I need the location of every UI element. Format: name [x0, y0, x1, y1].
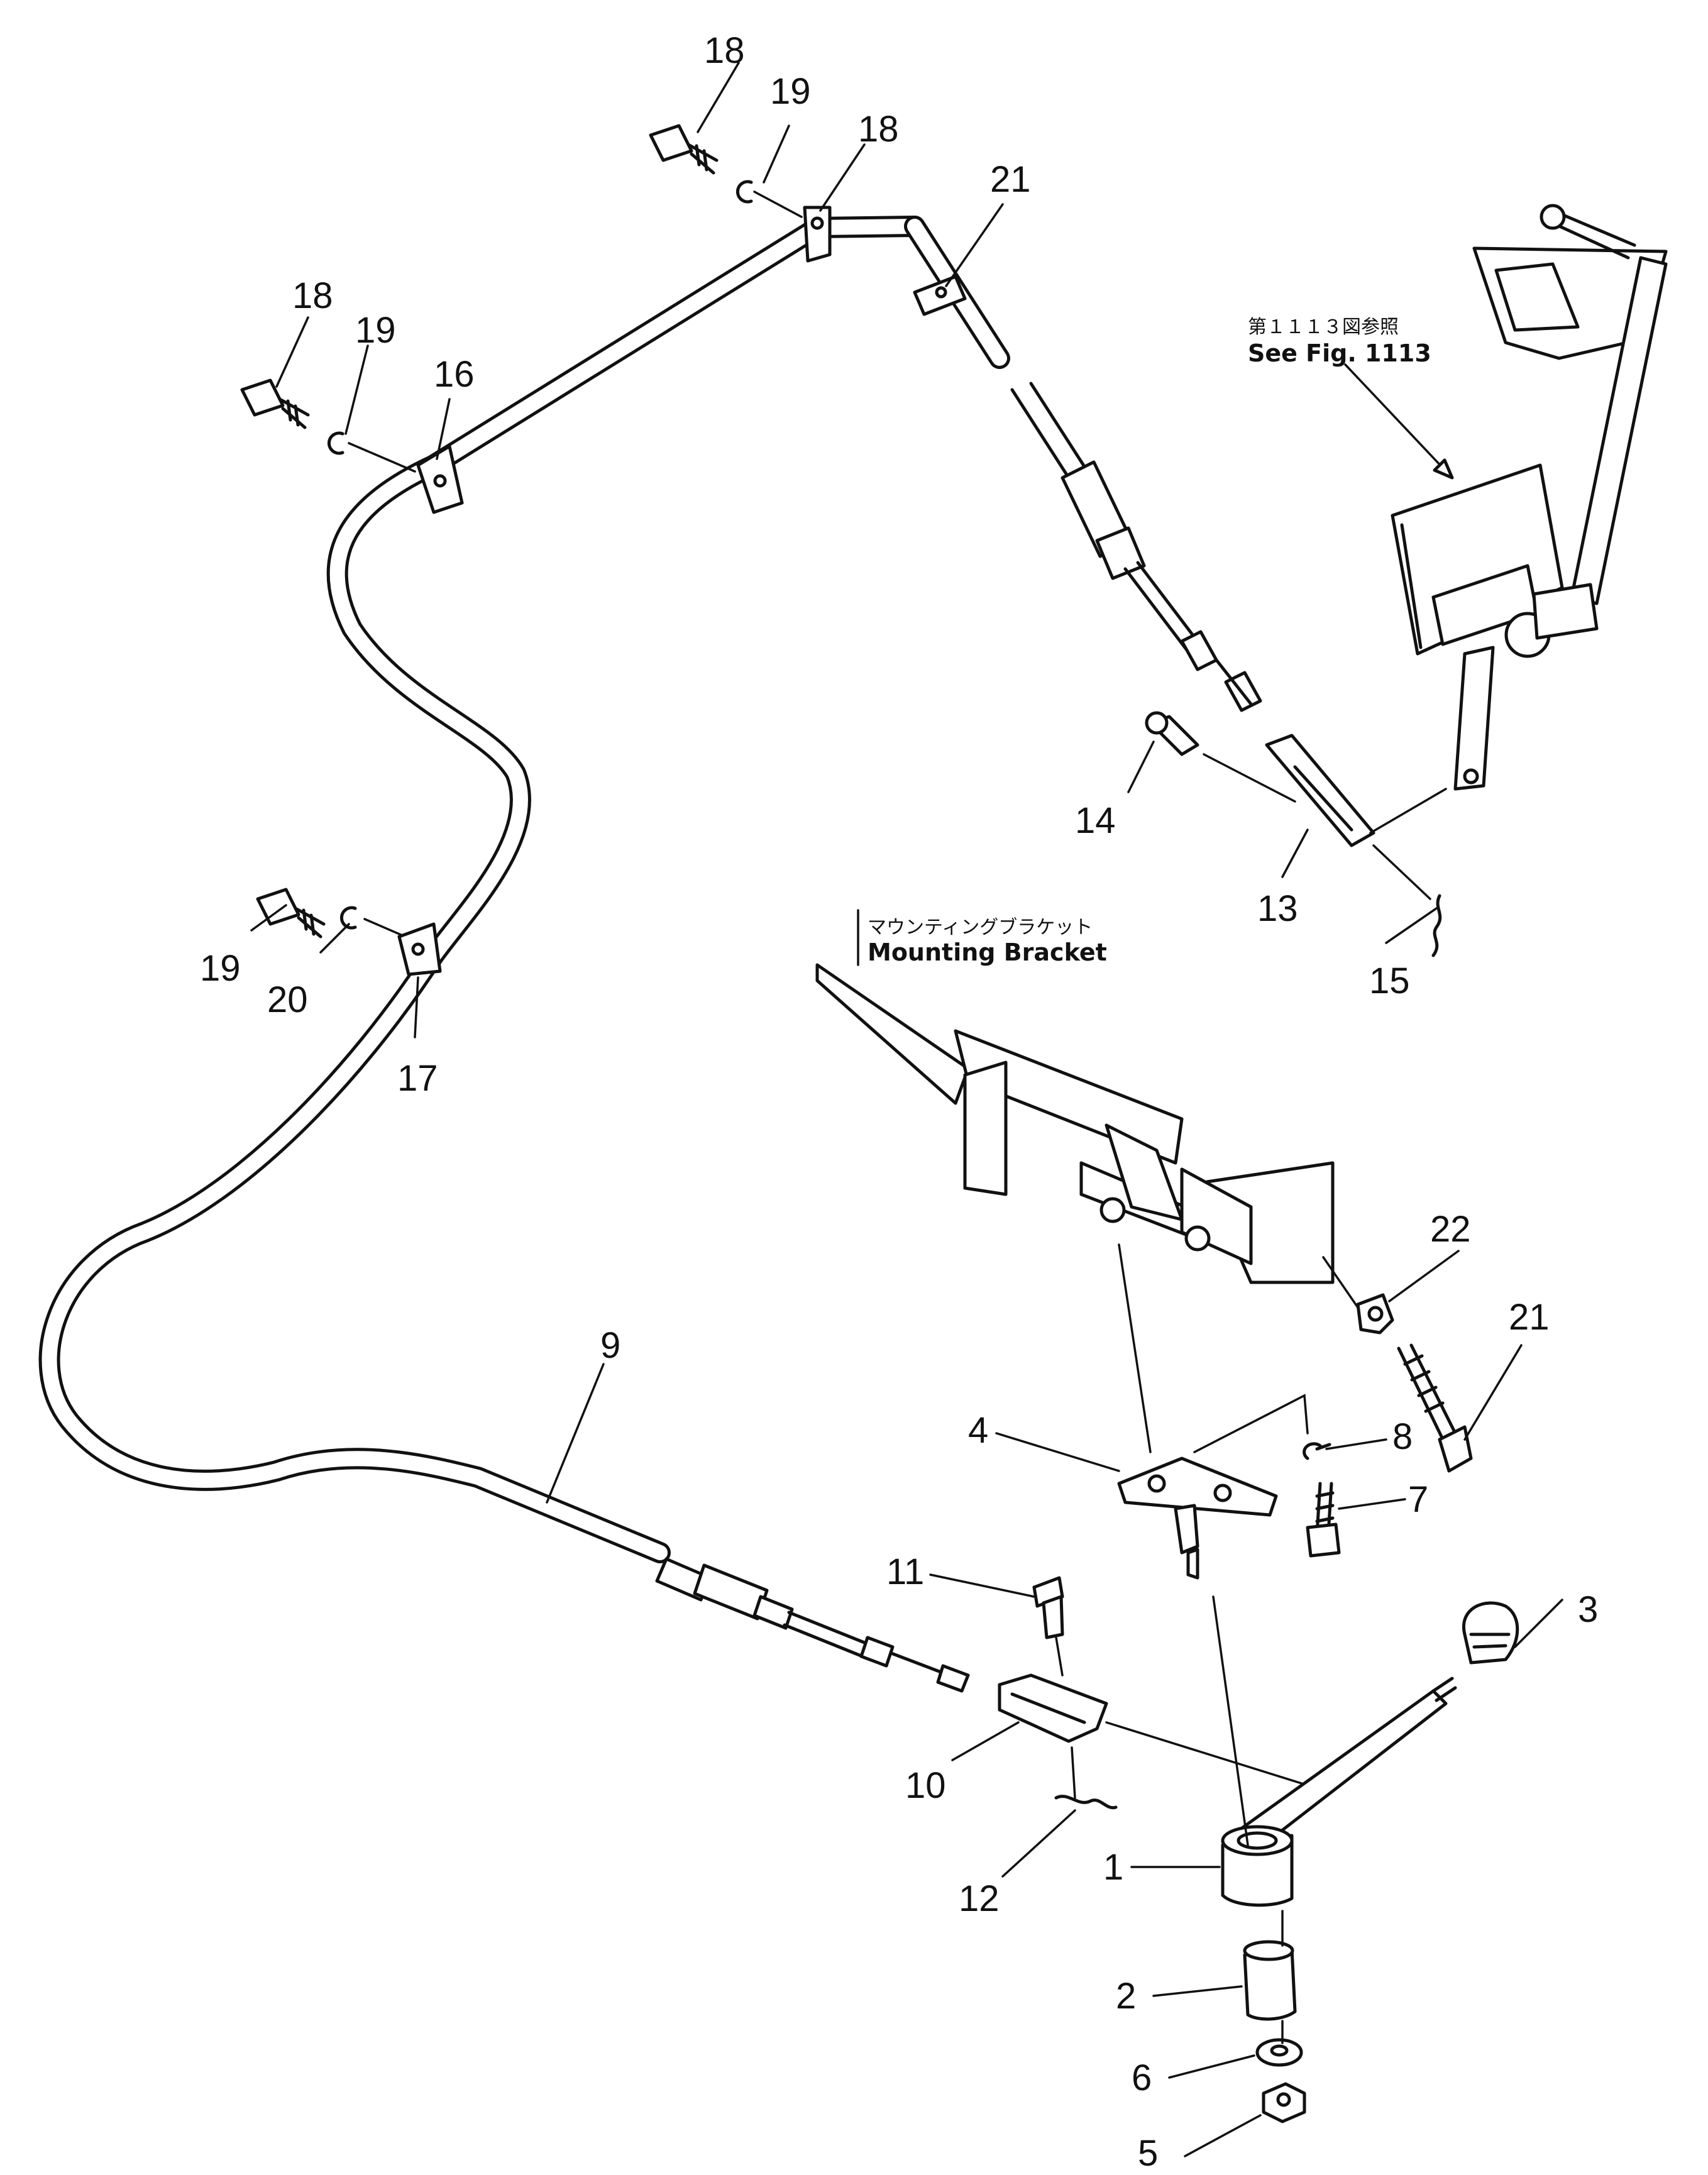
plate-4 — [1117, 1456, 1278, 1580]
bracket-note: マウンティングブラケット Mounting Bracket — [857, 909, 1107, 966]
fig-reference-note: 第１１１３図参照 See Fig. 1113 — [1248, 316, 1431, 367]
callout-15: 15 — [1369, 961, 1410, 1001]
bolt-18-mid — [240, 378, 310, 429]
callout-18: 19 — [200, 948, 241, 989]
callout-5: 5 — [1138, 2133, 1158, 2174]
mounting-bracket — [815, 963, 1335, 1284]
bracket-jp-text: マウンティングブラケット — [868, 917, 1093, 939]
fig-ref-jp-text: 第１１１３図参照 — [1248, 316, 1399, 338]
callout-12: 12 — [959, 1878, 1000, 1919]
callout-20: 21 — [990, 159, 1031, 200]
callout-1: 1 — [1103, 1847, 1123, 1888]
callout-6: 6 — [1132, 2057, 1152, 2098]
callout-19: 20 — [267, 979, 308, 1020]
knob-3 — [1462, 1601, 1519, 1665]
callout-7: 7 — [1408, 1479, 1428, 1520]
nut-22 — [1356, 1293, 1394, 1335]
bolt-18-top — [649, 124, 719, 175]
callout-2: 2 — [1116, 1976, 1136, 2017]
callout-19: 19 — [355, 310, 396, 351]
callout-22: 22 — [1430, 1209, 1471, 1250]
pin-14 — [1145, 711, 1199, 756]
lever-13 — [1265, 734, 1375, 847]
callout-9: 9 — [600, 1325, 620, 1366]
callout-4: 4 — [968, 1410, 988, 1451]
washer-19-top — [736, 180, 753, 204]
callout-16: 16 — [434, 354, 475, 395]
callout-16: 17 — [397, 1058, 438, 1099]
bolt-21 — [1397, 1343, 1473, 1473]
callout-11: 11 — [886, 1551, 924, 1592]
washer-19-mid — [328, 431, 344, 455]
callout-14: 14 — [1075, 800, 1116, 841]
pin-11 — [1032, 1576, 1064, 1639]
bolt-7 — [1306, 1482, 1341, 1558]
callout-17: 18 — [858, 109, 899, 150]
pedal-assembly — [1391, 204, 1668, 791]
leader-lines — [250, 62, 1563, 2157]
nut-5 — [1262, 2082, 1306, 2123]
clamp-16-lower — [397, 922, 442, 976]
callout-8: 8 — [1392, 1416, 1413, 1457]
washer-19-low — [340, 906, 357, 930]
callout-10: 10 — [905, 1765, 946, 1806]
clevis-10 — [998, 1673, 1108, 1743]
callout-3: 3 — [1578, 1589, 1598, 1630]
washer-8 — [1303, 1442, 1331, 1460]
washer-6 — [1255, 2038, 1303, 2067]
fig-ref-arrow — [1344, 363, 1454, 480]
callout-18: 18 — [292, 275, 333, 316]
bushing-2 — [1243, 1940, 1297, 2021]
callout-numbers: 18 19 18 21 18 19 16 14 13 15 19 20 17 2… — [200, 30, 1598, 2174]
callout-13: 13 — [1257, 888, 1298, 929]
bolt-18-low — [256, 888, 326, 939]
bracket-en-text: Mounting Bracket — [868, 939, 1107, 966]
callout-18: 18 — [704, 30, 745, 71]
clamp-17 — [803, 206, 832, 263]
lever-1 — [1221, 1677, 1457, 1907]
clamp-20 — [913, 275, 967, 316]
clip-12 — [1054, 1795, 1118, 1810]
callout-21: 21 — [1509, 1297, 1550, 1338]
callout-19: 19 — [770, 71, 811, 112]
fig-ref-en-text: See Fig. 1113 — [1248, 339, 1431, 367]
control-cable — [38, 216, 1262, 1693]
clip-15 — [1431, 894, 1442, 957]
